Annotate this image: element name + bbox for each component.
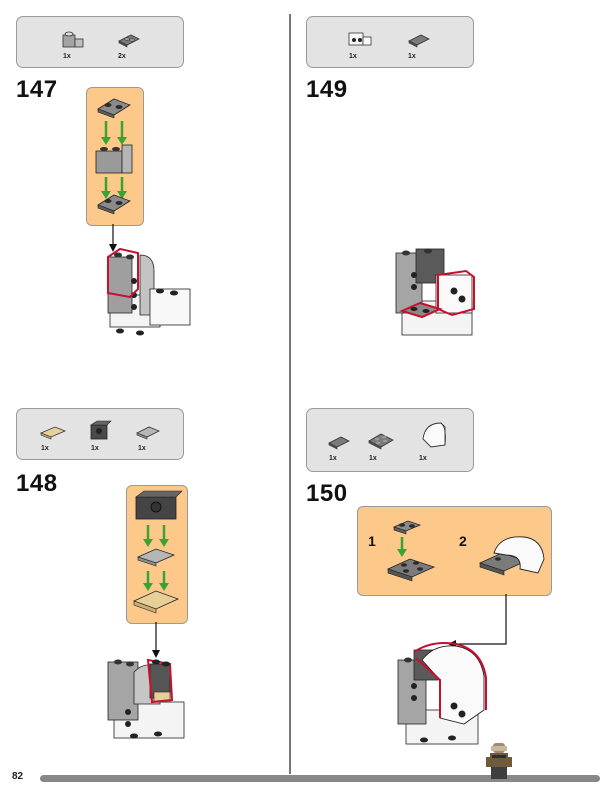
- dark-gray-brick-icon: [90, 420, 112, 440]
- dark-gray-plate-icon: [118, 34, 140, 48]
- step-number-147: 147: [16, 76, 58, 103]
- part-qty: 1x: [329, 455, 337, 462]
- parts-list-149: 1x 1x: [306, 16, 474, 68]
- substep-2-diagram: [478, 536, 545, 576]
- parts-list-148: 1x 1x 1x: [16, 408, 184, 460]
- substep-number: 2: [459, 533, 467, 549]
- part-qty: 1x: [349, 53, 357, 60]
- subassembly-150: 1 2: [357, 506, 552, 596]
- tan-plate-icon: [39, 426, 67, 440]
- part-qty: 1x: [419, 455, 427, 462]
- model-147: [107, 247, 191, 336]
- connector-arrow: [152, 622, 160, 658]
- white-bracket-icon: [348, 32, 372, 46]
- step-number-148: 148: [16, 470, 58, 497]
- white-curved-slope-icon: [422, 422, 446, 448]
- parts-list-150: 1x 1x 1x: [306, 408, 474, 472]
- subassembly-147-parts: [95, 98, 133, 215]
- page-number: 82: [12, 771, 24, 782]
- minifigure-icon: [486, 743, 512, 779]
- part-qty: 1x: [138, 445, 146, 452]
- dark-gray-plate-icon: [328, 436, 350, 450]
- substep-1-diagram: [386, 520, 436, 582]
- substep-number: 1: [368, 533, 376, 549]
- model-149: [395, 248, 475, 336]
- connector-arrow: [109, 224, 117, 252]
- dark-gray-plate-2x2-icon: [368, 433, 394, 450]
- light-gray-plate-icon: [136, 426, 160, 440]
- part-qty: 1x: [369, 455, 377, 462]
- light-gray-bracket-icon: [62, 31, 84, 48]
- part-qty: 1x: [408, 53, 416, 60]
- dark-gray-plate-icon: [408, 34, 430, 48]
- part-qty: 2x: [118, 53, 126, 60]
- model-150: [397, 642, 487, 745]
- part-qty: 1x: [63, 53, 71, 60]
- step-number-150: 150: [306, 480, 348, 507]
- subassembly-148-parts: [132, 490, 183, 614]
- parts-list-147: 1x 2x: [16, 16, 184, 68]
- part-qty: 1x: [91, 445, 99, 452]
- column-divider: [289, 14, 291, 774]
- part-qty: 1x: [41, 445, 49, 452]
- step-number-149: 149: [306, 76, 348, 103]
- progress-bar: [40, 775, 600, 782]
- model-148: [107, 658, 185, 739]
